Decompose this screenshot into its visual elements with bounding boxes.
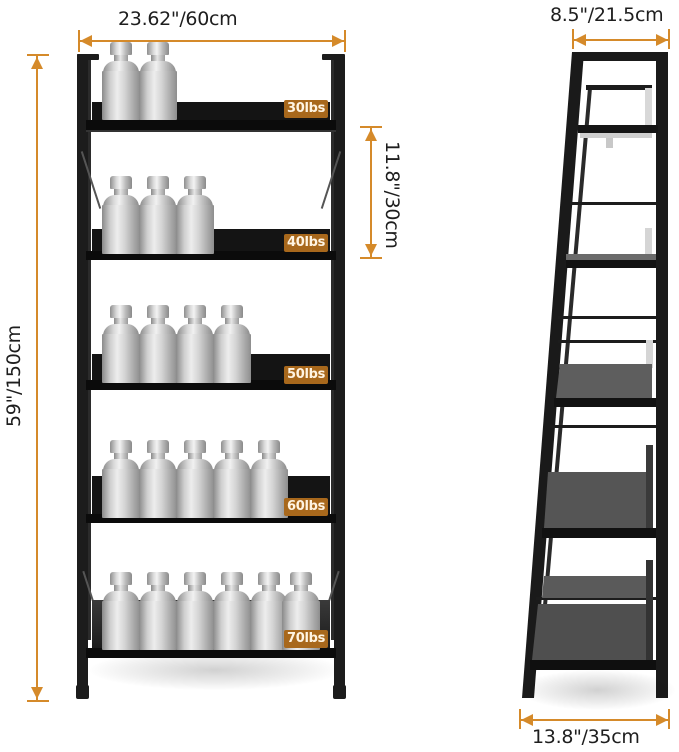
weight-icon: [102, 572, 140, 650]
left-post: [77, 54, 88, 697]
arrow-left-icon: [80, 35, 92, 47]
arrow-down-icon: [31, 687, 43, 699]
arrow-right-icon: [656, 34, 668, 46]
weight-icon: [176, 572, 214, 650]
weight-icon: [213, 572, 251, 650]
weight-icon: [102, 305, 140, 383]
weight-icon: [250, 572, 288, 650]
weight-icon: [139, 572, 177, 650]
shelf-spacing-label: 11.8"/30cm: [381, 141, 403, 249]
capacity-badge: 30lbs: [284, 100, 329, 118]
weight-icon: [250, 440, 288, 518]
front-view: 23.62"/60cm 59"/150cm 11.8"/30cm: [3, 8, 403, 702]
weight-icon: [139, 42, 177, 120]
right-post: [334, 54, 345, 697]
weight-icon: [139, 440, 177, 518]
weight-icon: [176, 305, 214, 383]
top-depth-label: 8.5"/21.5cm: [550, 4, 664, 26]
capacity-badge: 50lbs: [284, 366, 329, 384]
arrow-down-icon: [365, 244, 377, 256]
capacity-badge: 70lbs: [284, 630, 329, 648]
weight-icon: [102, 440, 140, 518]
total-height-label: 59"/150cm: [3, 325, 25, 427]
arrow-right-icon: [656, 714, 668, 726]
arrow-up-icon: [31, 57, 43, 69]
arrow-left-icon: [574, 34, 586, 46]
weight-icon: [139, 305, 177, 383]
arrow-left-icon: [521, 714, 533, 726]
weight-icon: [139, 176, 177, 254]
bottom-depth-label: 13.8"/35cm: [532, 726, 640, 748]
weight-icon: [176, 176, 214, 254]
bookshelf-side-frame: [522, 52, 668, 698]
weight-icon: [213, 440, 251, 518]
side-view: 8.5"/21.5cm: [500, 0, 679, 752]
capacity-badge: 60lbs: [284, 498, 329, 516]
weight-icon: [213, 305, 251, 383]
weight-icon: [176, 440, 214, 518]
arrow-right-icon: [332, 35, 344, 47]
weight-icon: [102, 42, 140, 120]
capacity-badge: 40lbs: [284, 234, 329, 252]
arrow-up-icon: [365, 129, 377, 141]
weight-icon: [102, 176, 140, 254]
front-width-label: 23.62"/60cm: [118, 8, 238, 30]
